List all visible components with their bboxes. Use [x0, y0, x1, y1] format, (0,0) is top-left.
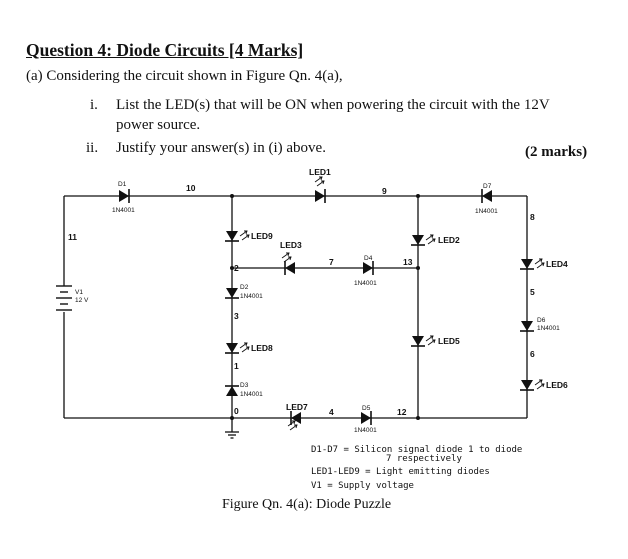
diode-d3: D3 1N4001 — [224, 382, 263, 398]
node-10: 10 — [186, 183, 196, 193]
question-title: Question 4: Diode Circuits [4 Marks] — [26, 40, 304, 60]
d1-label: D1 — [118, 181, 127, 188]
diode-d6: D6 1N4001 — [519, 317, 560, 332]
led5-label: LED5 — [438, 336, 460, 346]
node-7: 7 — [329, 257, 334, 267]
wires — [63, 195, 528, 439]
node-6: 6 — [530, 349, 535, 359]
diode-d1: D1 1N4001 — [112, 181, 135, 214]
led-led7: LED7 — [286, 402, 308, 431]
component-legend: D1-D7 = Silicon signal diode 1 to diode … — [311, 445, 522, 491]
led-led9: LED9 — [224, 230, 273, 242]
figure-caption: Figure Qn. 4(a): Diode Puzzle — [222, 497, 392, 512]
d2-part: 1N4001 — [240, 293, 263, 300]
led9-label: LED9 — [251, 231, 273, 241]
led-led4: LED4 — [519, 258, 568, 270]
d5-part: 1N4001 — [354, 427, 377, 434]
node-2: 2 — [234, 263, 239, 273]
led-led6: LED6 — [519, 379, 568, 391]
node-1: 1 — [234, 361, 239, 371]
diode-d4: D4 1N4001 — [354, 255, 377, 287]
node-8: 8 — [530, 212, 535, 222]
led8-label: LED8 — [251, 343, 273, 353]
node-4: 4 — [329, 407, 334, 417]
legend-line-4: V1 = Supply voltage — [311, 481, 414, 491]
battery-v1: V1 12 V — [56, 285, 89, 311]
led-led8: LED8 — [224, 342, 273, 354]
led1-label: LED1 — [309, 167, 331, 177]
d4-label: D4 — [364, 255, 373, 262]
node-12: 12 — [397, 407, 407, 417]
d5-label: D5 — [362, 405, 371, 412]
led-led3: LED3 — [280, 240, 302, 276]
junctions — [230, 194, 420, 420]
item-i-number: i. — [90, 97, 98, 113]
legend-line-2: 7 respectively — [386, 454, 462, 464]
node-11: 11 — [68, 232, 77, 242]
v1-value: 12 V — [75, 297, 89, 304]
d3-part: 1N4001 — [240, 391, 263, 398]
d4-part: 1N4001 — [354, 280, 377, 287]
led7-label: LED7 — [286, 402, 308, 412]
item-i-text: List the LED(s) that will be ON when pow… — [116, 97, 550, 113]
item-ii-text: Justify your answer(s) in (i) above. — [116, 140, 326, 156]
legend-line-3: LED1-LED9 = Light emitting diodes — [311, 467, 490, 477]
led2-label: LED2 — [438, 235, 460, 245]
v1-label: V1 — [75, 289, 83, 296]
d2-label: D2 — [240, 284, 249, 291]
d3-label: D3 — [240, 382, 249, 389]
d1-part: 1N4001 — [112, 207, 135, 214]
led4-label: LED4 — [546, 259, 568, 269]
node-5: 5 — [530, 287, 535, 297]
d7-part: 1N4001 — [475, 208, 498, 215]
node-13: 13 — [403, 257, 413, 267]
item-ii-number: ii. — [86, 140, 99, 156]
marks-label: (2 marks) — [525, 144, 588, 160]
led-led5: LED5 — [410, 335, 460, 347]
legend-line-1: D1-D7 = Silicon signal diode 1 to diode — [311, 445, 522, 455]
diode-d7: D7 1N4001 — [475, 183, 498, 215]
question-part-a: (a) Considering the circuit shown in Fig… — [26, 68, 343, 84]
node-3: 3 — [234, 311, 239, 321]
diode-d2: D2 1N4001 — [224, 284, 263, 300]
led3-label: LED3 — [280, 240, 302, 250]
d6-part: 1N4001 — [537, 325, 560, 332]
node-0: 0 — [234, 406, 239, 416]
d6-label: D6 — [537, 317, 546, 324]
d7-label: D7 — [483, 183, 492, 190]
led-led1: LED1 — [309, 167, 331, 204]
node-labels: 10 9 11 2 7 13 3 1 0 4 12 8 5 6 — [68, 183, 535, 417]
led6-label: LED6 — [546, 380, 568, 390]
item-i-text-continued: power source. — [116, 117, 201, 133]
node-9: 9 — [382, 186, 387, 196]
diode-d5: D5 1N4001 — [354, 405, 377, 434]
led-led2: LED2 — [410, 234, 460, 246]
